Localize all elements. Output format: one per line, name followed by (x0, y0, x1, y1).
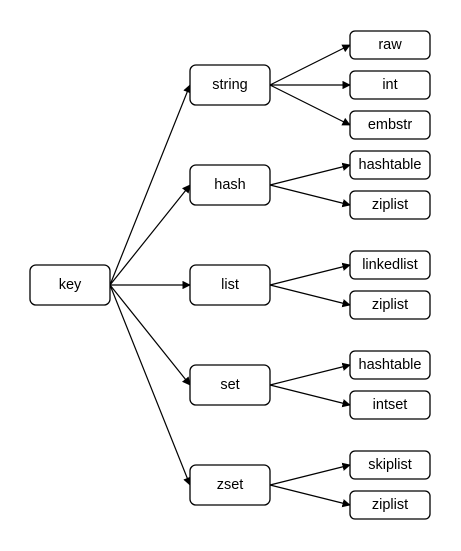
root-edges (109, 84, 192, 486)
node-hash-label: hash (214, 177, 245, 193)
encoding-label: ziplist (372, 297, 408, 313)
node-hash: hash (189, 164, 271, 206)
node-string-raw: raw (349, 30, 431, 60)
edge-key-string (109, 84, 192, 286)
encoding-label: ziplist (372, 497, 408, 513)
node-string-label: string (212, 77, 247, 93)
node-string: string (189, 64, 271, 106)
edge-hash-hashtable (269, 162, 351, 186)
encoding-label: hashtable (359, 357, 422, 373)
edge-key-zset (109, 284, 192, 486)
node-set-label: set (220, 377, 239, 393)
edge-set-intset (269, 384, 351, 408)
edge-list-linkedlist (269, 262, 351, 286)
node-zset-label: zset (217, 477, 244, 493)
node-hash-hashtable: hashtable (349, 150, 431, 180)
encoding-label: int (382, 77, 397, 93)
edge-key-set (109, 284, 191, 386)
encoding-label: ziplist (372, 197, 408, 213)
node-zset-ziplist: ziplist (349, 490, 431, 520)
encoding-label: raw (378, 37, 402, 53)
type-edges (269, 44, 351, 508)
node-list: list (189, 264, 271, 306)
node-list-label: list (221, 277, 239, 293)
node-list-ziplist: ziplist (349, 290, 431, 320)
node-string-embstr: embstr (349, 110, 431, 140)
node-zset: zset (189, 464, 271, 506)
encoding-label: linkedlist (362, 257, 418, 273)
edge-key-hash (109, 184, 191, 286)
encoding-label: hashtable (359, 157, 422, 173)
node-key-label: key (59, 277, 82, 293)
node-zset-skiplist: skiplist (349, 450, 431, 480)
node-string-int: int (349, 70, 431, 100)
encoding-label: embstr (368, 117, 412, 133)
node-hash-ziplist: ziplist (349, 190, 431, 220)
node-key: key (29, 264, 111, 306)
encoding-label: skiplist (368, 457, 412, 473)
edge-string-embstr (269, 84, 351, 126)
edge-hash-ziplist (269, 184, 351, 208)
node-set: set (189, 364, 271, 406)
edge-string-raw (269, 44, 351, 86)
edge-zset-skiplist (269, 462, 351, 486)
node-list-linkedlist: linkedlist (349, 250, 431, 280)
node-set-hashtable: hashtable (349, 350, 431, 380)
edge-set-hashtable (269, 362, 351, 386)
edge-list-ziplist (269, 284, 351, 308)
node-set-intset: intset (349, 390, 431, 420)
edge-zset-ziplist (269, 484, 351, 508)
encoding-label: intset (373, 397, 408, 413)
